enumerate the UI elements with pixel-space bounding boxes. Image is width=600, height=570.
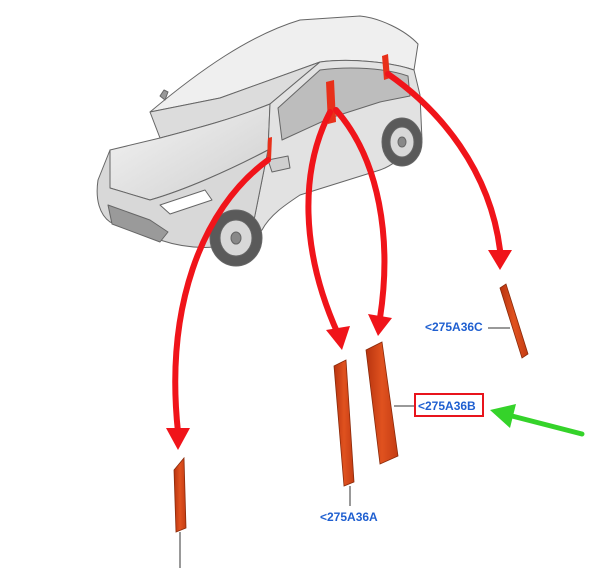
arrowhead-c: [488, 250, 512, 270]
car-antenna: [159, 89, 169, 101]
arrowhead-b-outer: [368, 314, 392, 336]
car-rear-wheel: [381, 117, 423, 167]
car-grille: [107, 204, 169, 243]
arrowhead-a: [166, 428, 190, 450]
arrow-to-part-b-outer: [333, 107, 388, 321]
car-illustration: [96, 15, 423, 267]
car-mirror: [267, 155, 291, 173]
part-275A36C: [488, 283, 529, 359]
part-275A36A: [333, 359, 355, 506]
arrow-to-part-a: [172, 157, 271, 435]
part-label-c: <275A36C: [425, 320, 483, 334]
arrowhead-b-inner: [326, 326, 350, 350]
arrow-to-part-c: [385, 71, 503, 253]
part-275A36B: [365, 341, 414, 465]
part-275A36A-lower: [173, 456, 187, 568]
car-front-wheel: [209, 209, 263, 267]
pillar-marker-a: [267, 137, 272, 161]
arrow-heads: [166, 250, 512, 450]
car-headlight: [159, 189, 213, 215]
green-pointer-arrow: [490, 404, 585, 437]
callout-arrows: [172, 71, 503, 435]
part-label-b: <275A36B: [418, 399, 476, 413]
highlight-box: [414, 393, 484, 417]
part-label-a: <275A36A: [320, 510, 378, 524]
arrow-to-part-b-inner: [305, 109, 341, 337]
